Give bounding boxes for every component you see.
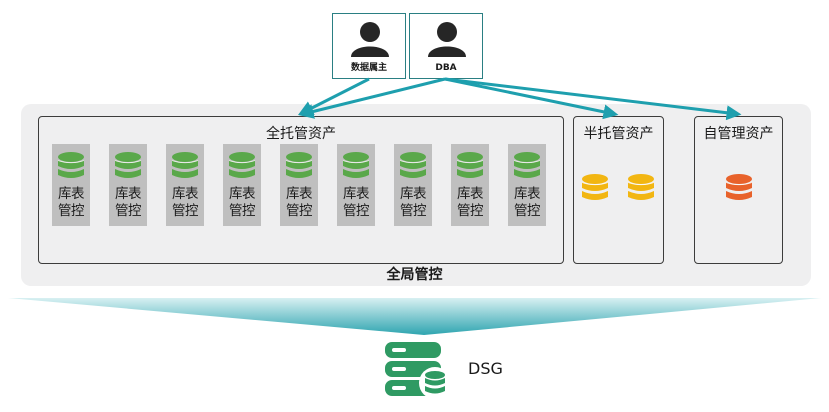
database-icon [342,152,370,178]
table-control-card: 库表 管控 [451,144,489,226]
user-box-owner: 数据属主 [332,13,406,79]
database-icon [171,152,199,178]
table-control-card: 库表 管控 [394,144,432,226]
card-label: 库表 管控 [400,186,427,219]
database-icon [57,152,85,178]
dsg-label: DSG [468,359,503,378]
table-control-card: 库表 管控 [109,144,147,226]
database-icon [581,174,609,200]
table-control-card: 库表 管控 [337,144,375,226]
card-label: 库表 管控 [457,186,484,219]
user-label: 数据属主 [350,63,387,73]
user-label: DBA [435,63,457,73]
table-control-card: 库表 管控 [508,144,546,226]
panel-title: 半托管资产 [583,126,654,142]
card-label: 库表 管控 [115,186,142,219]
table-control-card: 库表 管控 [223,144,261,226]
user-icon [428,22,466,57]
user-icon [351,22,389,57]
panel-title: 自管理资产 [703,126,774,142]
panel-title: 全托管资产 [266,126,336,142]
server-database-icon [385,342,451,399]
database-icon [114,152,142,178]
card-label: 库表 管控 [343,186,370,219]
card-label: 库表 管控 [58,186,85,219]
funnel-shape [8,298,821,335]
database-icon [228,152,256,178]
card-label: 库表 管控 [286,186,313,219]
table-control-card: 库表 管控 [52,144,90,226]
database-icon [513,152,541,178]
global-control-label: 全局管控 [386,267,443,283]
database-icon [285,152,313,178]
card-label: 库表 管控 [514,186,541,219]
card-label: 库表 管控 [229,186,256,219]
database-icon [456,152,484,178]
database-icon [725,174,753,200]
table-control-card: 库表 管控 [280,144,318,226]
user-box-dba: DBA [409,13,483,79]
card-label: 库表 管控 [172,186,199,219]
database-icon [627,174,655,200]
table-control-card: 库表 管控 [166,144,204,226]
database-icon [399,152,427,178]
